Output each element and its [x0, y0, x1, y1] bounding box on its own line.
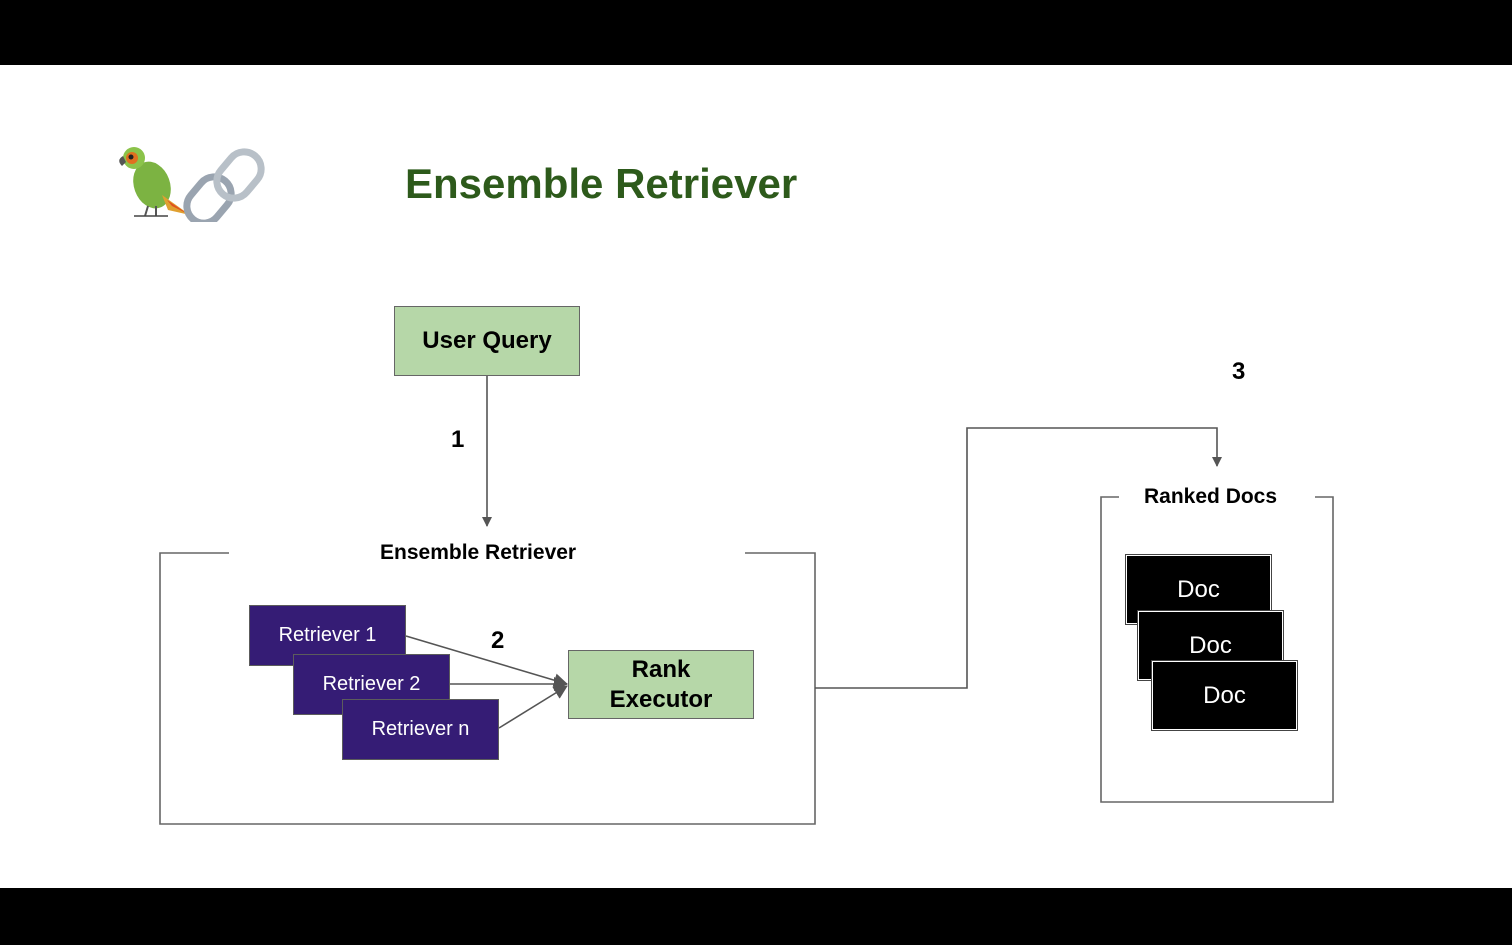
logo	[119, 147, 265, 222]
doc-3: Doc	[1151, 660, 1298, 731]
ranked-docs-frame	[1100, 496, 1334, 803]
step-3-label: 3	[1232, 358, 1246, 385]
chain-link-icon	[183, 148, 265, 222]
arrow-retriever1-to-rank	[405, 635, 568, 687]
doc-2-label: Doc	[1189, 631, 1232, 659]
ensemble-frame	[159, 552, 816, 825]
user-query-node: User Query	[394, 306, 580, 376]
slide-background	[0, 65, 1512, 888]
retriever-n-label: Retriever n	[371, 718, 470, 740]
arrow-retrievern-to-rank	[498, 685, 568, 729]
page-title: Ensemble Retriever	[405, 160, 798, 207]
arrow-ensemble-to-ranked	[815, 427, 1222, 689]
retriever-n: Retriever n	[342, 699, 499, 760]
ensemble-group-label: Ensemble Retriever	[380, 541, 577, 565]
rank-executor-node: Rank Executor	[568, 650, 754, 719]
parrot-icon	[119, 147, 190, 217]
doc-3-label: Doc	[1203, 681, 1246, 709]
user-query-label: User Query	[422, 327, 552, 354]
retriever-2-label: Retriever 2	[322, 673, 421, 695]
step-1-label: 1	[451, 426, 465, 453]
retriever-1-label: Retriever 1	[278, 624, 377, 646]
ranked-docs-group-label: Ranked Docs	[1136, 485, 1286, 509]
doc-1-label: Doc	[1177, 575, 1220, 603]
step-2-label: 2	[491, 627, 505, 654]
rank-executor-label: Rank Executor	[609, 655, 713, 713]
